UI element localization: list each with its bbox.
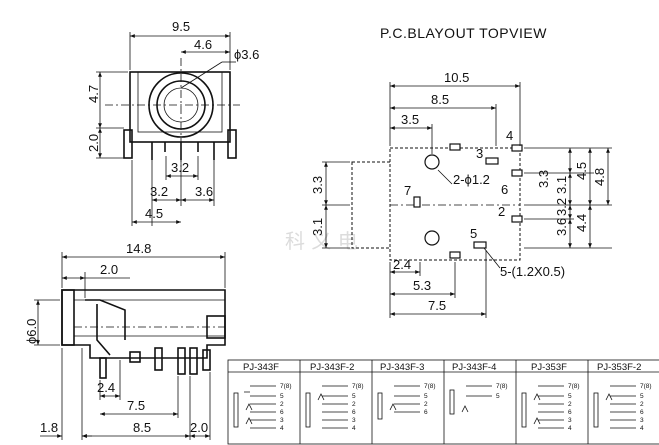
pcb-dim-right-36: 3.6: [554, 218, 569, 236]
schematic-pin-label: 7(8): [352, 383, 364, 390]
schematic-5: 7(8) 5 2 6 3 4: [593, 383, 652, 432]
schematic-pin-label: 5: [424, 393, 428, 400]
dim-side-pin-b: 7.5: [127, 398, 145, 413]
front-view: 9.5 4.6 ϕ3.6 4.7 2.0 3.2 3.2 3.6 4.5: [86, 19, 259, 226]
dim-side-rear: 2.0: [190, 420, 208, 435]
schematic-pin-label: 2: [640, 401, 644, 408]
schematic-pin-label: 2: [424, 401, 428, 408]
pcb-dim-24: 2.4: [393, 257, 411, 272]
pcb-dim-overall: 10.5: [444, 70, 469, 85]
dim-side-diameter: ϕ6.0: [24, 319, 39, 344]
model-table: PJ-343F PJ-343F-2 PJ-343F-3 PJ-343F-4 PJ…: [227, 359, 659, 445]
model-0: PJ-343F: [243, 362, 279, 373]
dim-front-pin-len: 2.0: [86, 134, 101, 152]
schematic-pin-label: 6: [280, 409, 284, 416]
pcb-dim-right-48: 4.8: [592, 168, 607, 186]
dim-front-width: 9.5: [172, 19, 190, 34]
schematic-pin-label: 6: [424, 409, 428, 416]
schematic-pin-label: 5: [568, 393, 572, 400]
pin-label-5: 5: [470, 226, 477, 241]
pcb-dim-left-31: 3.1: [310, 218, 325, 236]
schematic-pin-label: 5: [496, 393, 500, 400]
pcb-dim-right-32: 3.2: [554, 198, 569, 216]
pcb-dim-75: 7.5: [428, 298, 446, 313]
schematic-pin-label: 3: [568, 417, 572, 424]
model-4: PJ-353F: [531, 362, 567, 373]
schematic-4: 7(8) 5 2 6 3 4: [521, 383, 580, 432]
pcb-hole-note: 2-ϕ1.2: [453, 172, 490, 187]
pin-label-4: 4: [506, 128, 513, 143]
dim-front-height: 4.7: [86, 85, 101, 103]
dim-front-offset: 4.6: [194, 37, 212, 52]
schematic-2: 7(8) 5 2 6: [377, 383, 436, 420]
schematic-pin-label: 3: [280, 417, 284, 424]
dim-side-front-ext: 1.8: [40, 420, 58, 435]
schematic-pin-label: 3: [640, 417, 644, 424]
schematic-pin-label: 5: [352, 393, 356, 400]
dim-front-span: 4.5: [145, 206, 163, 221]
schematic-pin-label: 7(8): [568, 383, 580, 390]
front-body: [129, 71, 231, 143]
schematic-pin-label: 7(8): [496, 383, 508, 390]
schematic-pin-label: 2: [280, 401, 284, 408]
schematic-pin-label: 4: [568, 425, 572, 432]
pin-label-7: 7: [404, 183, 411, 198]
schematic-0: 7(8) 5 2 6 3 4: [233, 383, 292, 432]
schematic-pin-label: 4: [280, 425, 284, 432]
pcb-dim-right-33: 3.3: [536, 170, 551, 188]
pcb-dim-85: 8.5: [431, 92, 449, 107]
pcb-slot-note: 5-(1.2X0.5): [500, 264, 565, 279]
schematic-1: 7(8) 5 2 6 3 4: [305, 383, 364, 432]
schematic-pin-label: 5: [280, 393, 284, 400]
pcb-layout: P.C.BLAYOUT TOPVIEW 4 3 6 2 5 7 2-ϕ1.2 1…: [310, 25, 612, 318]
schematic-pin-label: 6: [568, 409, 572, 416]
pin-label-6: 6: [501, 182, 508, 197]
pcb-dim-right-44: 4.4: [574, 214, 589, 232]
schematic-pin-label: 6: [352, 409, 356, 416]
schematic-pin-label: 3: [352, 417, 356, 424]
side-view: 14.8 2.0 ϕ6.0 2.4 7.5 1.8 8.5 2.0: [24, 241, 226, 440]
pcb-dim-53: 5.3: [413, 278, 431, 293]
schematic-pin-label: 6: [640, 409, 644, 416]
model-3: PJ-343F-4: [452, 362, 496, 373]
dim-side-front-offset: 2.0: [100, 262, 118, 277]
schematic-3: 7(8) 5: [449, 383, 508, 415]
dim-front-pitch-c: 3.6: [195, 184, 213, 199]
dim-front-hole-dia: ϕ3.6: [234, 47, 259, 62]
schematic-pin-label: 4: [640, 425, 644, 432]
pin-label-3: 3: [476, 146, 483, 161]
schematic-pin-label: 7(8): [280, 383, 292, 390]
pcb-dim-right-31: 3.1: [554, 176, 569, 194]
mount-hole-2: [424, 230, 440, 246]
schematic-pin-label: 7(8): [424, 383, 436, 390]
pcb-dim-left-33: 3.3: [310, 176, 325, 194]
dim-side-pin-a: 2.4: [97, 380, 115, 395]
schematic-pin-label: 2: [568, 401, 572, 408]
mount-hole-1: [424, 154, 440, 170]
schematic-pin-label: 2: [352, 401, 356, 408]
pin-label-2: 2: [498, 204, 505, 219]
dim-front-pitch-b: 3.2: [150, 184, 168, 199]
model-1: PJ-343F-2: [310, 362, 354, 373]
dim-front-pitch-a: 3.2: [171, 160, 189, 175]
schematic-pin-label: 4: [352, 425, 356, 432]
schematic-pin-label: 7(8): [640, 383, 652, 390]
pcb-title: P.C.BLAYOUT TOPVIEW: [380, 25, 547, 41]
model-2: PJ-343F-3: [380, 362, 424, 373]
schematic-pin-label: 5: [640, 393, 644, 400]
watermark: 科 义 电: [285, 229, 358, 253]
model-5: PJ-353F-2: [597, 362, 641, 373]
pcb-dim-right-45: 4.5: [574, 162, 589, 180]
dim-side-pin-c: 8.5: [133, 420, 151, 435]
dim-side-length: 14.8: [126, 241, 151, 256]
pcb-dim-35: 3.5: [401, 112, 419, 127]
